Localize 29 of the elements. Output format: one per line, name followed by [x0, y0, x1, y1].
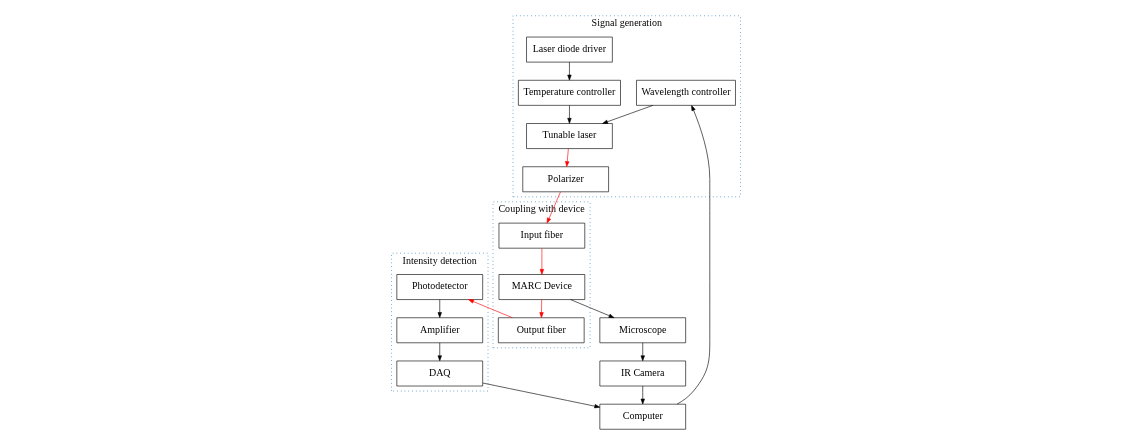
- node-box: Temperature controller: [518, 79, 621, 106]
- arrow: [539, 299, 544, 318]
- arrow: [676, 105, 711, 405]
- node-box: Microscope: [599, 317, 686, 344]
- arrow: [539, 248, 544, 275]
- node-box: Computer: [599, 403, 686, 430]
- node-box: Output fiber: [498, 317, 585, 344]
- arrow: [570, 299, 615, 318]
- node-box: MARC Device: [498, 274, 586, 300]
- node-box: DAQ: [396, 360, 483, 387]
- arrow: [468, 299, 513, 318]
- arrow: [567, 61, 572, 81]
- arrow: [546, 191, 561, 224]
- node-box: IR Camera: [599, 360, 686, 387]
- node-box: Tunable laser: [526, 123, 613, 149]
- arrow: [567, 105, 572, 124]
- node-box: Polarizer: [522, 166, 609, 193]
- arrow: [437, 342, 442, 362]
- node-box: Photodetector: [396, 274, 483, 300]
- arrow: [437, 299, 442, 318]
- arrow: [482, 382, 601, 409]
- arrow: [640, 385, 645, 405]
- node-box: Amplifier: [396, 317, 483, 344]
- arrow: [565, 148, 570, 167]
- node-box: Laser diode driver: [526, 36, 613, 63]
- arrow: [602, 105, 654, 124]
- arrow: [640, 342, 645, 362]
- node-box: Wavelength controller: [636, 79, 736, 106]
- node-box: Input fiber: [498, 222, 586, 249]
